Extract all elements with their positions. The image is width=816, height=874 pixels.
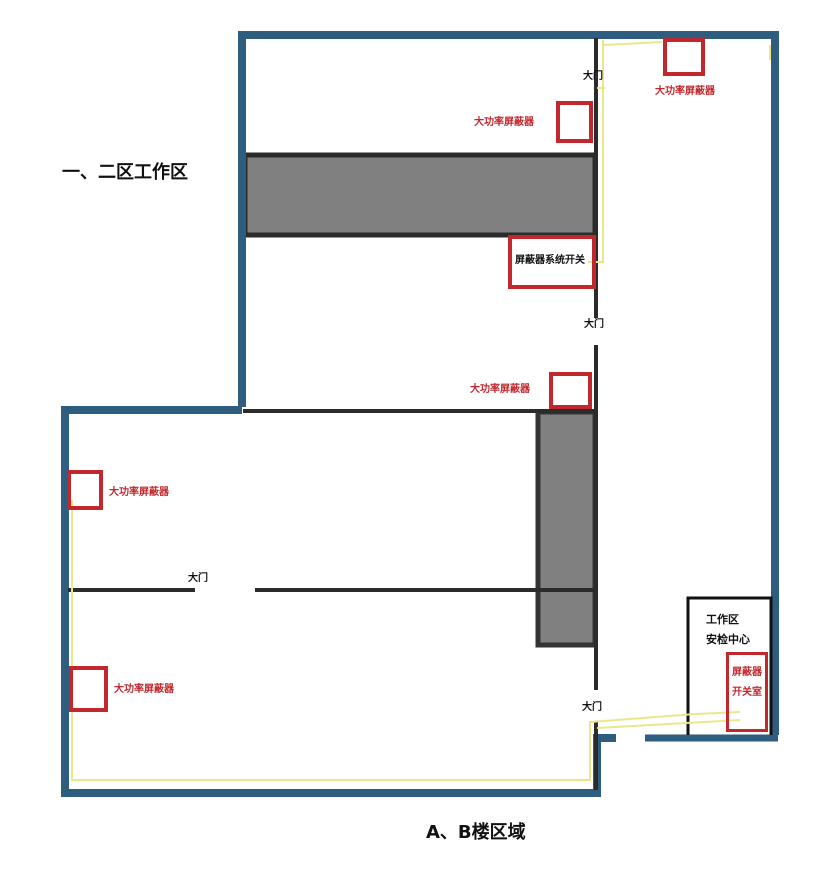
door-label-bottom: 大门 xyxy=(582,702,602,713)
zone-title-ab: A、B楼区域 xyxy=(426,822,526,843)
jammer-box-mid xyxy=(549,372,592,409)
jammer-box-top-right xyxy=(663,38,705,76)
jammer-box-upper xyxy=(556,101,593,143)
work-area-label: 工作区 xyxy=(706,613,739,626)
lower-gray-block xyxy=(535,409,598,648)
jammer-label-left-lower: 大功率屏蔽器 xyxy=(114,684,174,695)
jammer-label-left-upper: 大功率屏蔽器 xyxy=(109,487,169,498)
upper-gray-block xyxy=(242,152,598,238)
zone-title-12: 一、二区工作区 xyxy=(62,162,188,183)
switch-room-outline xyxy=(726,652,768,732)
jammer-box-left-upper xyxy=(67,470,103,510)
security-center-room xyxy=(686,596,773,735)
door-label-top: 大门 xyxy=(583,71,603,82)
door-label-left: 大门 xyxy=(188,573,208,584)
jammer-box-left-lower xyxy=(69,666,108,712)
outer-wall xyxy=(238,31,779,735)
switch-room-label-1: 屏蔽器 xyxy=(732,667,762,678)
jammer-label-top-right: 大功率屏蔽器 xyxy=(655,86,715,97)
switch-box-label: 屏蔽器系统开关 xyxy=(515,255,585,266)
switch-room-label-2: 开关室 xyxy=(732,687,762,698)
door-label-mid: 大门 xyxy=(584,319,604,330)
jammer-label-upper: 大功率屏蔽器 xyxy=(474,117,534,128)
jammer-label-mid: 大功率屏蔽器 xyxy=(470,384,530,395)
switch-box-outline xyxy=(508,235,596,289)
security-center-label: 安检中心 xyxy=(706,633,750,646)
outer-wall-lower xyxy=(61,406,616,797)
